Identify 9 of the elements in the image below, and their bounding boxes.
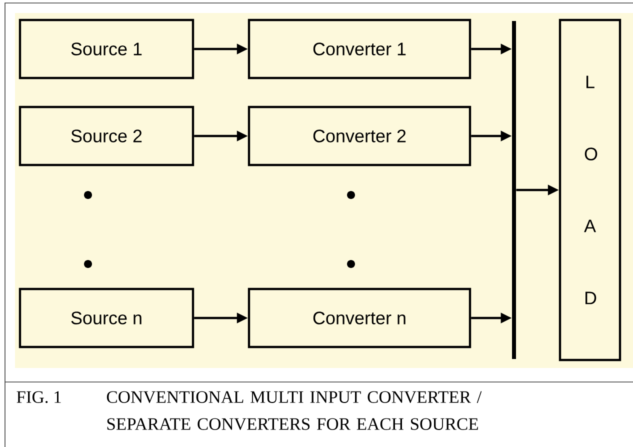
block-box: Converter n (248, 288, 472, 348)
block-box: Converter 1 (248, 18, 472, 80)
caption: CONVENTIONAL MULTI INPUT CONVERTER / SEPARATE CONVERTERS FOR EACH SOURCE (106, 391, 482, 430)
block-box: Converter 2 (248, 106, 472, 166)
load-box: L O A D (558, 18, 622, 362)
block-box: Source 1 (18, 18, 194, 80)
block-box: Source n (18, 288, 194, 348)
figure-number: FIG. 1 (16, 391, 61, 404)
block-box: Source 2 (18, 106, 194, 166)
